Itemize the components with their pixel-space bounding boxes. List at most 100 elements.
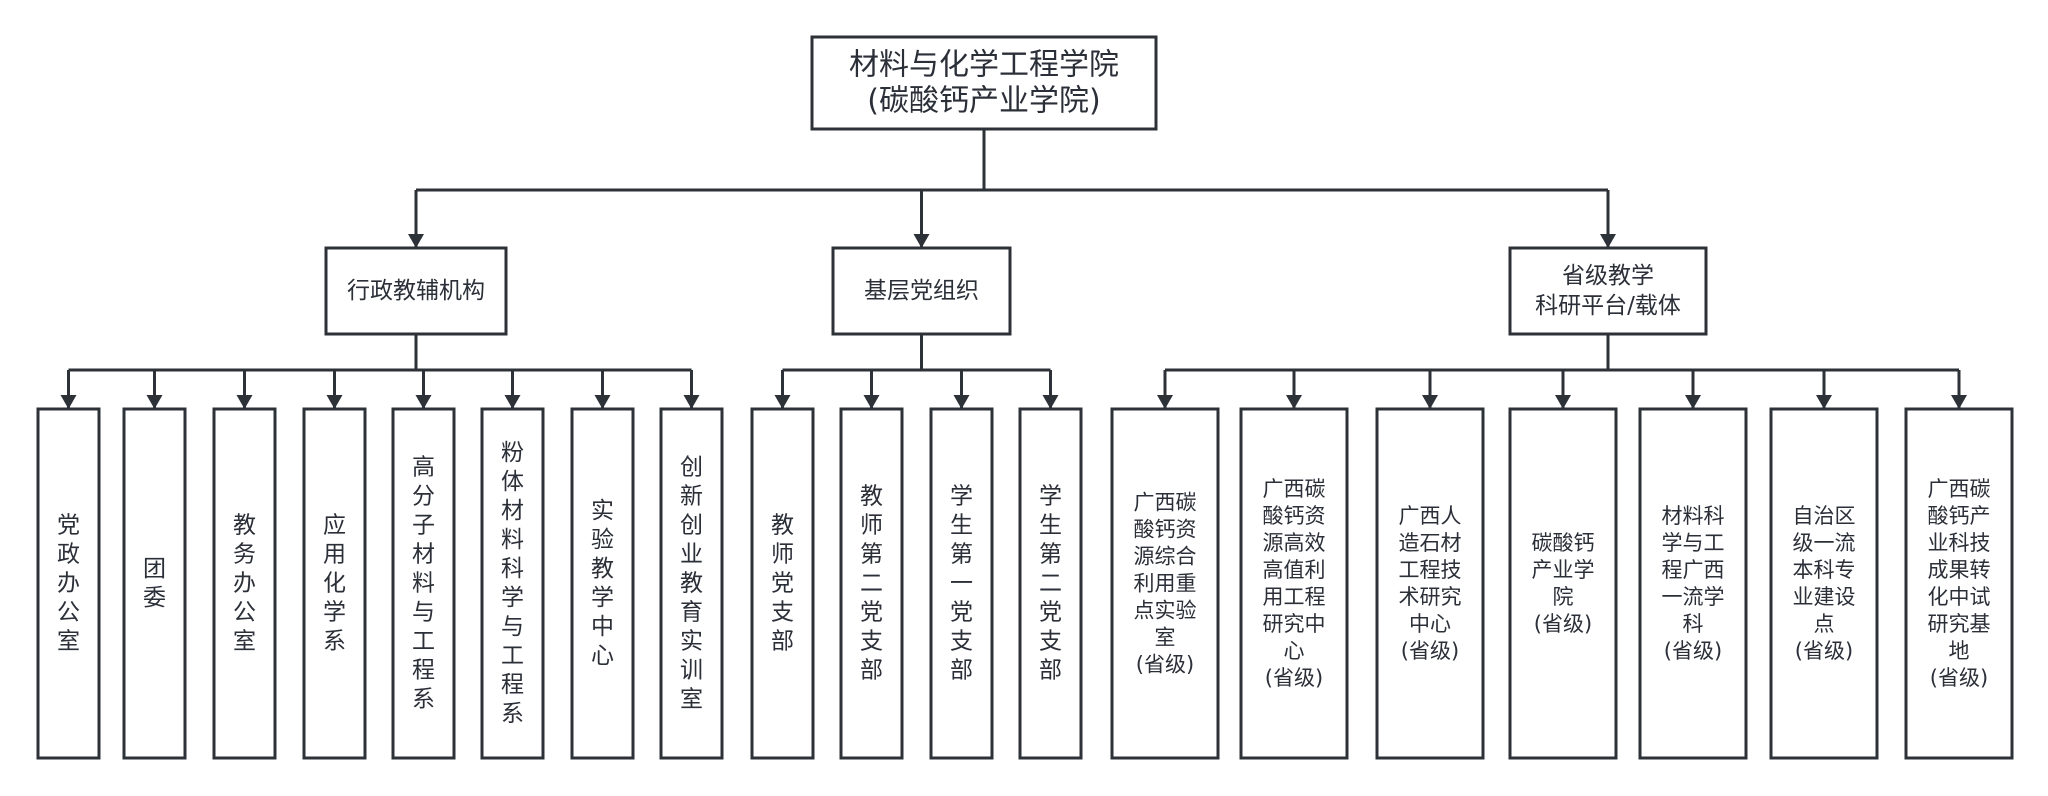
arrow-head [1951, 395, 1967, 409]
leaf-label: 碳酸钙 [1532, 531, 1595, 555]
leaf-label: 酸钙产 [1928, 504, 1991, 528]
leaf-label: 自治区 [1793, 504, 1856, 528]
arrow-head [236, 395, 253, 409]
leaf-label: 广西人 [1399, 504, 1462, 528]
arrow-head [1286, 395, 1302, 409]
leaf-label: 一流学 [1662, 585, 1725, 609]
leaf-node [480, 407, 545, 760]
arrow-head [1422, 395, 1438, 409]
arrow-head [774, 395, 791, 409]
group-node-0 [324, 246, 508, 336]
arrow-head [953, 395, 970, 409]
arrow-head [1555, 395, 1571, 409]
leaf-label: (省级) [1265, 666, 1323, 690]
leaf-node [570, 407, 635, 760]
root-node [810, 35, 1158, 131]
leaf-label: (省级) [1930, 666, 1988, 690]
leaf-label: 党政办公室 [57, 513, 80, 655]
leaf-label: 产业学 [1532, 558, 1595, 582]
leaf-label: 用工程 [1263, 585, 1326, 609]
arrow-head [863, 395, 880, 409]
leaf-node [391, 407, 456, 760]
arrow-head [415, 395, 432, 409]
leaf-label: 点实验 [1134, 599, 1197, 623]
leaf-label: 粉体材料科学与工程系 [501, 440, 524, 727]
arrow-head [326, 395, 343, 409]
group-title: 行政教辅机构 [347, 278, 485, 304]
leaf-label: 酸钙资 [1134, 518, 1197, 542]
leaf-node [1110, 407, 1220, 760]
leaf-label: 业科技 [1928, 531, 1991, 555]
leaf-node [36, 407, 101, 760]
leaf-label: 团委 [143, 556, 166, 611]
group-title: 省级教学 [1562, 263, 1654, 289]
arrow-head [1042, 395, 1059, 409]
leaf-label: 广西碳 [1263, 477, 1326, 501]
leaf-label: 程广西 [1662, 558, 1725, 582]
group-node-2 [1508, 246, 1708, 336]
leaf-label: 级一流 [1793, 531, 1856, 555]
leaf-node [839, 407, 904, 760]
arrow-head [683, 395, 700, 409]
arrow-head [504, 395, 521, 409]
leaf-node [122, 407, 187, 760]
leaf-label: 教务办公室 [233, 513, 256, 655]
leaf-label: 工程技 [1399, 558, 1462, 582]
leaf-node [1638, 407, 1748, 760]
arrow-head [913, 234, 930, 248]
leaf-node [302, 407, 367, 760]
leaf-label: 广西碳 [1134, 491, 1197, 515]
leaf-label: 学生第二党支部 [1039, 484, 1062, 684]
leaf-label: (省级) [1401, 639, 1459, 663]
leaf-label: 教师第二党支部 [860, 484, 883, 684]
leaf-label: 研究基 [1928, 612, 1991, 636]
arrow-head [146, 395, 163, 409]
leaf-label: 高值利 [1263, 558, 1326, 582]
leaf-label: 创新创业教育实训室 [680, 455, 703, 713]
leaf-label: 化中试 [1928, 585, 1991, 609]
leaf-node [1375, 407, 1485, 760]
leaf-label: 心 [1284, 639, 1305, 663]
leaf-label: 成果转 [1928, 558, 1991, 582]
root-title: (碳酸钙产业学院) [867, 84, 1100, 119]
leaf-label: 源综合 [1134, 545, 1197, 569]
leaf-node [212, 407, 277, 760]
leaf-label: 地 [1949, 639, 1970, 663]
leaf-label: (省级) [1795, 639, 1853, 663]
arrow-head [1157, 395, 1173, 409]
leaf-label: 研究中 [1263, 612, 1326, 636]
leaf-label: 酸钙资 [1263, 504, 1326, 528]
arrow-head [1600, 234, 1616, 248]
arrow-head [60, 395, 77, 409]
leaf-label: 应用化学系 [323, 513, 346, 655]
leaf-label: (省级) [1664, 639, 1722, 663]
leaf-node [1508, 407, 1618, 760]
leaf-label: 造石材 [1399, 531, 1462, 555]
leaf-label: 广西碳 [1928, 477, 1991, 501]
leaf-label: 点 [1814, 612, 1835, 636]
leaf-label: 教师党支部 [771, 513, 794, 655]
arrow-head [594, 395, 611, 409]
leaf-label: 本科专 [1793, 558, 1856, 582]
leaf-label: (省级) [1136, 653, 1194, 677]
leaf-label: 室 [1155, 626, 1176, 650]
leaf-label: 术研究 [1399, 585, 1462, 609]
leaf-label: 学与工 [1662, 531, 1725, 555]
leaf-node [929, 407, 994, 760]
leaf-label: 院 [1553, 585, 1574, 609]
group-title: 科研平台/载体 [1535, 293, 1681, 319]
leaf-node [1769, 407, 1879, 760]
group-node-1 [831, 246, 1012, 336]
leaf-label: 业建设 [1793, 585, 1856, 609]
arrow-head [408, 234, 424, 248]
leaf-node [659, 407, 724, 760]
leaf-label: 源高效 [1263, 531, 1326, 555]
leaf-label: 中心 [1409, 612, 1451, 636]
leaf-label: 高分子材料与工程系 [412, 455, 435, 713]
leaf-label: 学生第一党支部 [950, 484, 973, 684]
root-title: 材料与化学工程学院 [849, 48, 1119, 83]
leaf-label: (省级) [1534, 612, 1592, 636]
arrow-head [1816, 395, 1832, 409]
arrow-head [1685, 395, 1701, 409]
